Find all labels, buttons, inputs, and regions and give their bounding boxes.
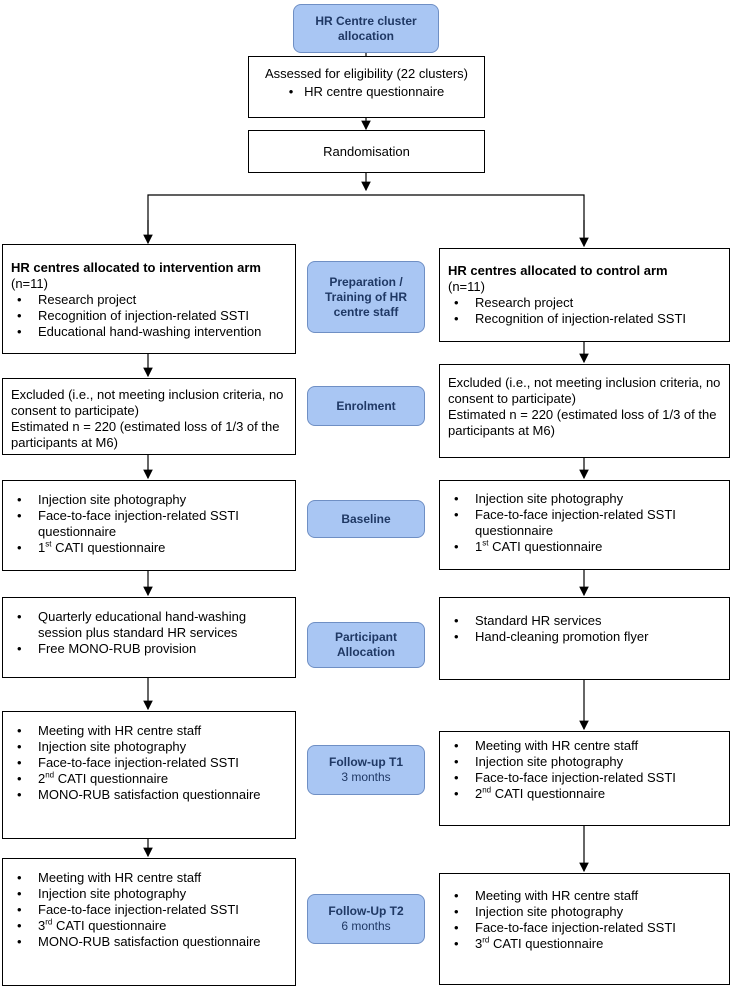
stage-follow-up-t1: Follow-up T1 3 months xyxy=(307,745,425,795)
list-item: Recognition of injection-related SSTI xyxy=(448,311,721,327)
list-item: Free MONO-RUB provision xyxy=(11,641,287,657)
eligibility-box: Assessed for eligibility (22 clusters) •… xyxy=(248,56,485,118)
control-excluded-text: Excluded (i.e., not meeting inclusion cr… xyxy=(448,375,721,406)
list-item: Quarterly educational hand-washing sessi… xyxy=(11,609,287,641)
intervention-t2-box: Meeting with HR centre staff Injection s… xyxy=(2,858,296,986)
intervention-allocation-box: HR centres allocated to intervention arm… xyxy=(2,244,296,354)
stage-baseline: Baseline xyxy=(307,500,425,538)
list-item: Hand-cleaning promotion flyer xyxy=(448,629,721,645)
list-item: Recognition of injection-related SSTI xyxy=(11,308,287,324)
list-item: MONO-RUB satisfaction questionnaire xyxy=(11,787,287,803)
list-item: 1st CATI questionnaire xyxy=(448,539,721,555)
list-item: 2nd CATI questionnaire xyxy=(448,786,721,802)
intervention-allocation-services-box: Quarterly educational hand-washing sessi… xyxy=(2,597,296,678)
randomisation-label: Randomisation xyxy=(323,144,410,159)
control-t1-box: Meeting with HR centre staff Injection s… xyxy=(439,731,730,826)
control-title: HR centres allocated to control arm xyxy=(448,263,668,278)
control-n: (n=11) xyxy=(448,279,485,294)
list-item: Face-to-face injection-related SSTI xyxy=(448,920,721,936)
list-item: Injection site photography xyxy=(11,886,287,902)
list-item: Face-to-face injection-related SSTI xyxy=(11,902,287,918)
control-allocation-services-box: Standard HR services Hand-cleaning promo… xyxy=(439,597,730,680)
control-t2-box: Meeting with HR centre staff Injection s… xyxy=(439,873,730,985)
list-item: Face-to-face injection-related SSTI xyxy=(11,755,287,771)
intervention-baseline-box: Injection site photography Face-to-face … xyxy=(2,480,296,571)
stage-enrolment: Enrolment xyxy=(307,386,425,426)
list-item: Face-to-face injection-related SSTI xyxy=(448,770,721,786)
list-item: Injection site photography xyxy=(448,904,721,920)
list-item: Educational hand-washing intervention xyxy=(11,324,287,340)
intervention-estimated-text: Estimated n = 220 (estimated loss of 1/3… xyxy=(11,419,280,450)
list-item: Meeting with HR centre staff xyxy=(11,723,287,739)
intervention-n: (n=11) xyxy=(11,276,48,291)
list-item: 3rd CATI questionnaire xyxy=(11,918,287,934)
list-item: Meeting with HR centre staff xyxy=(448,738,721,754)
list-item: MONO-RUB satisfaction questionnaire xyxy=(11,934,287,950)
list-item: Injection site photography xyxy=(11,492,287,508)
cluster-allocation-box: HR Centre cluster allocation xyxy=(293,4,439,53)
list-item: 1st CATI questionnaire xyxy=(11,540,287,556)
list-item: 3rd CATI questionnaire xyxy=(448,936,721,952)
stage-participant-allocation: Participant Allocation xyxy=(307,622,425,668)
intervention-excluded-box: Excluded (i.e., not meeting inclusion cr… xyxy=(2,378,296,455)
list-item: Research project xyxy=(448,295,721,311)
list-item: Face-to-face injection-related SSTI ques… xyxy=(448,507,721,539)
intervention-excluded-text: Excluded (i.e., not meeting inclusion cr… xyxy=(11,387,284,418)
list-item: Injection site photography xyxy=(448,754,721,770)
control-excluded-box: Excluded (i.e., not meeting inclusion cr… xyxy=(439,364,730,458)
cluster-allocation-title: HR Centre cluster allocation xyxy=(315,13,417,43)
intervention-alloc-list: Research project Recognition of injectio… xyxy=(11,292,287,340)
intervention-title: HR centres allocated to intervention arm xyxy=(11,260,261,275)
list-item: Meeting with HR centre staff xyxy=(448,888,721,904)
control-baseline-box: Injection site photography Face-to-face … xyxy=(439,480,730,570)
split-line xyxy=(147,194,585,242)
list-item: Injection site photography xyxy=(448,491,721,507)
eligibility-item: • HR centre questionnaire xyxy=(288,84,445,99)
list-item: Research project xyxy=(11,292,287,308)
intervention-t1-box: Meeting with HR centre staff Injection s… xyxy=(2,711,296,839)
control-allocation-box: HR centres allocated to control arm (n=1… xyxy=(439,248,730,342)
control-estimated-text: Estimated n = 220 (estimated loss of 1/3… xyxy=(448,407,717,438)
randomisation-box: Randomisation xyxy=(248,130,485,173)
list-item: 2nd CATI questionnaire xyxy=(11,771,287,787)
stage-follow-up-t2: Follow-Up T2 6 months xyxy=(307,894,425,944)
control-alloc-list: Research project Recognition of injectio… xyxy=(448,295,721,327)
eligibility-text: Assessed for eligibility (22 clusters) xyxy=(264,66,469,81)
list-item: Face-to-face injection-related SSTI ques… xyxy=(11,508,287,540)
list-item: Meeting with HR centre staff xyxy=(11,870,287,886)
list-item: Injection site photography xyxy=(11,739,287,755)
list-item: Standard HR services xyxy=(448,613,721,629)
stage-preparation: Preparation / Training of HR centre staf… xyxy=(307,261,425,333)
